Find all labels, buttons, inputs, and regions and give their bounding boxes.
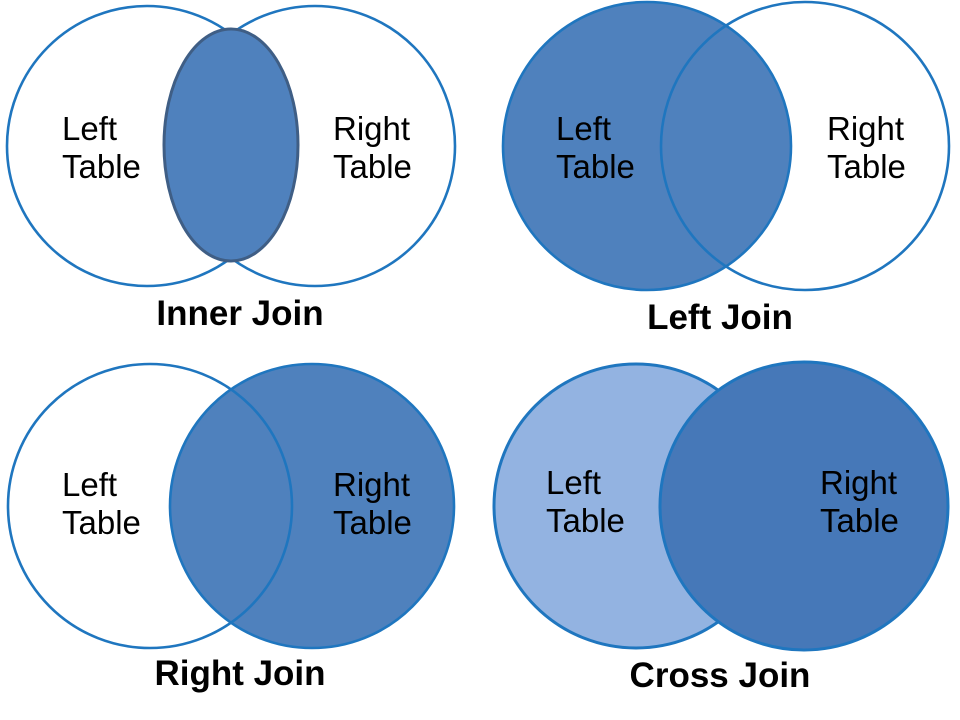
inner-join-caption: Inner Join [156,294,324,333]
venn-left-join [501,0,951,292]
left-table-label-line1: Left [62,110,118,147]
left-circle [6,362,294,650]
cross-join-caption: Cross Join [629,656,811,695]
right-table-label: Right Table [333,466,412,542]
venn-cross-join [492,360,950,652]
right-table-label-line2: Table [827,148,906,185]
left-table-label: Left Table [62,110,141,186]
left-table-label-line2: Table [62,148,141,185]
right-circle-dark-filled [658,360,950,652]
left-table-label-line2: Table [62,504,141,541]
venn-right-join [6,362,456,650]
left-table-label-line2: Table [556,148,635,185]
right-table-label-line2: Table [333,504,412,541]
left-join-caption: Left Join [647,298,793,337]
right-table-label-line2: Table [333,148,412,185]
panel-left-join: Left Table Right Table Left Join [480,0,960,360]
left-table-label-line1: Left [62,466,118,503]
right-table-label-line1: Right [827,110,905,147]
right-table-label: Right Table [820,464,899,540]
left-table-label: Left Table [556,110,635,186]
panel-inner-join: Left Table Right Table Inner Join [0,0,480,360]
left-table-label-line1: Left [556,110,612,147]
right-table-label: Right Table [333,110,412,186]
right-table-label: Right Table [827,110,906,186]
right-table-label-line1: Right [333,110,411,147]
right-join-caption: Right Join [154,654,326,693]
right-table-label-line1: Right [333,466,411,503]
left-table-label-line1: Left [546,464,602,501]
right-circle [659,0,951,292]
venn-inner-join [5,4,457,288]
right-circle-filled [168,362,456,650]
left-table-label-line2: Table [546,502,625,539]
left-table-label: Left Table [546,464,625,540]
panel-right-join: Left Table Right Table Right Join [0,360,480,720]
left-table-label: Left Table [62,466,141,542]
right-table-label-line2: Table [820,502,899,539]
right-table-label-line1: Right [820,464,898,501]
panel-cross-join: Left Table Right Table Cross Join [480,360,960,720]
left-circle-filled [501,0,793,292]
intersection-ellipse [162,27,300,263]
